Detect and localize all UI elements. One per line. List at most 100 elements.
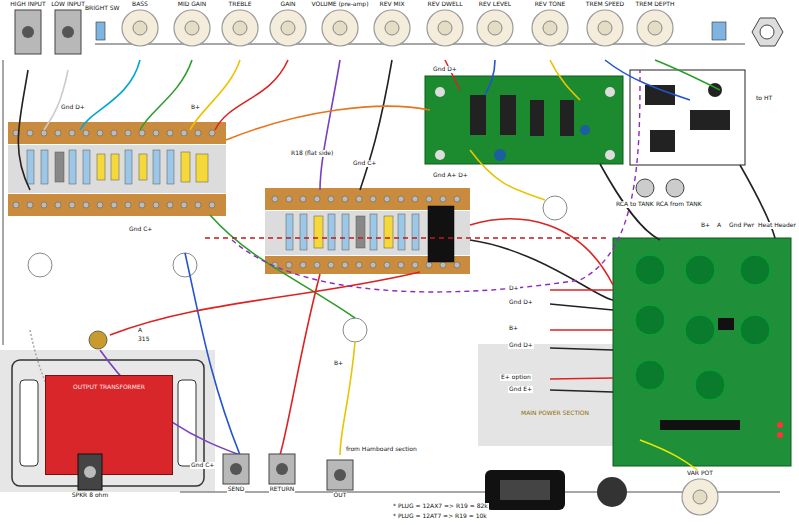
turret	[125, 130, 131, 136]
part-node: REV MIX	[372, 1, 412, 48]
pot-body	[477, 10, 513, 46]
wire	[210, 215, 355, 318]
part-node: LOW INPUT	[50, 1, 86, 56]
turret	[41, 202, 47, 208]
rca-jack	[636, 179, 654, 197]
pot-symbol	[635, 8, 675, 48]
jack-body	[15, 10, 41, 54]
turret	[83, 202, 89, 208]
part-node: REV TONE	[530, 1, 570, 48]
turret	[139, 202, 145, 208]
wire-label: RCA to TANK	[615, 201, 655, 208]
part-node: REV DWELL	[425, 1, 465, 48]
part-label: REV DWELL	[426, 1, 463, 8]
turret-board	[8, 122, 470, 274]
jack-hole	[276, 463, 288, 475]
component	[328, 214, 335, 250]
turret	[83, 130, 89, 136]
top-hardware	[96, 22, 105, 40]
wire-label: B+	[333, 360, 344, 367]
wire-label: Gnd D+	[508, 342, 534, 349]
turret	[328, 262, 334, 268]
rca-jack	[636, 179, 684, 197]
component	[167, 150, 174, 184]
turret	[13, 130, 460, 268]
component	[41, 150, 48, 184]
turret-board	[8, 194, 226, 216]
part-node: SEND	[221, 452, 251, 493]
component	[286, 214, 293, 250]
turret	[370, 196, 376, 202]
jack-symbol	[53, 8, 83, 56]
part-label: OUT	[333, 492, 348, 499]
turret	[27, 202, 33, 208]
circuit-board	[605, 87, 615, 97]
pot-shaft	[648, 21, 662, 35]
wire	[470, 240, 613, 300]
pot-body	[270, 10, 306, 46]
turret	[181, 202, 187, 208]
pot-symbol	[475, 8, 515, 48]
component	[97, 154, 105, 180]
wire	[80, 60, 140, 130]
component	[139, 154, 147, 180]
power-board	[635, 255, 665, 285]
transformer-label: OUTPUT TRANSFORMER	[73, 384, 145, 391]
turret	[300, 196, 306, 202]
turret	[272, 196, 278, 202]
turret	[356, 196, 362, 202]
pot-body	[322, 10, 358, 46]
wire	[605, 60, 690, 100]
turret	[314, 196, 320, 202]
turret	[111, 130, 117, 136]
pot-shaft	[185, 21, 199, 35]
tube-socket	[28, 253, 52, 277]
power-board	[740, 255, 770, 285]
chassis	[2, 60, 4, 345]
wire-label: B+	[190, 104, 201, 111]
part-node: GAIN	[268, 1, 308, 48]
turret	[370, 262, 376, 268]
turret	[286, 196, 292, 202]
turret	[167, 130, 173, 136]
part-label: SPKR 8 ohm	[71, 492, 109, 499]
turret	[300, 262, 306, 268]
turret	[398, 196, 404, 202]
turret	[153, 130, 159, 136]
jack-body	[327, 460, 353, 490]
turret	[13, 202, 19, 208]
part-node: REV LEVEL	[475, 1, 515, 48]
transformer	[89, 331, 107, 349]
jack-symbol	[325, 458, 355, 492]
turret	[181, 130, 187, 136]
chassis	[0, 44, 780, 492]
turret	[209, 202, 215, 208]
circuit-board	[494, 149, 506, 161]
pot-shaft	[281, 21, 295, 35]
component	[55, 152, 64, 182]
pot-body	[427, 10, 463, 46]
turret-board	[8, 145, 226, 193]
pot-body	[532, 10, 568, 46]
turret	[342, 196, 348, 202]
turret	[167, 202, 173, 208]
component	[125, 150, 132, 184]
pot-body	[174, 10, 210, 46]
turret	[440, 262, 446, 268]
pot-shaft	[333, 21, 347, 35]
part-label: GAIN	[279, 1, 296, 8]
transformer	[12, 331, 204, 486]
pot-symbol	[220, 8, 260, 48]
turret	[69, 202, 75, 208]
wire-label: R18 (flat side)	[290, 150, 334, 157]
wire	[470, 219, 613, 285]
dashed-bundle	[205, 70, 640, 292]
jack-symbol	[267, 452, 297, 486]
turret	[139, 130, 145, 136]
transformer-box: OUTPUT TRANSFORMER	[45, 375, 173, 475]
circuit-board	[690, 110, 730, 130]
wire	[226, 106, 430, 140]
power-board	[635, 360, 665, 390]
turret	[125, 202, 131, 208]
pot-body	[682, 479, 718, 515]
